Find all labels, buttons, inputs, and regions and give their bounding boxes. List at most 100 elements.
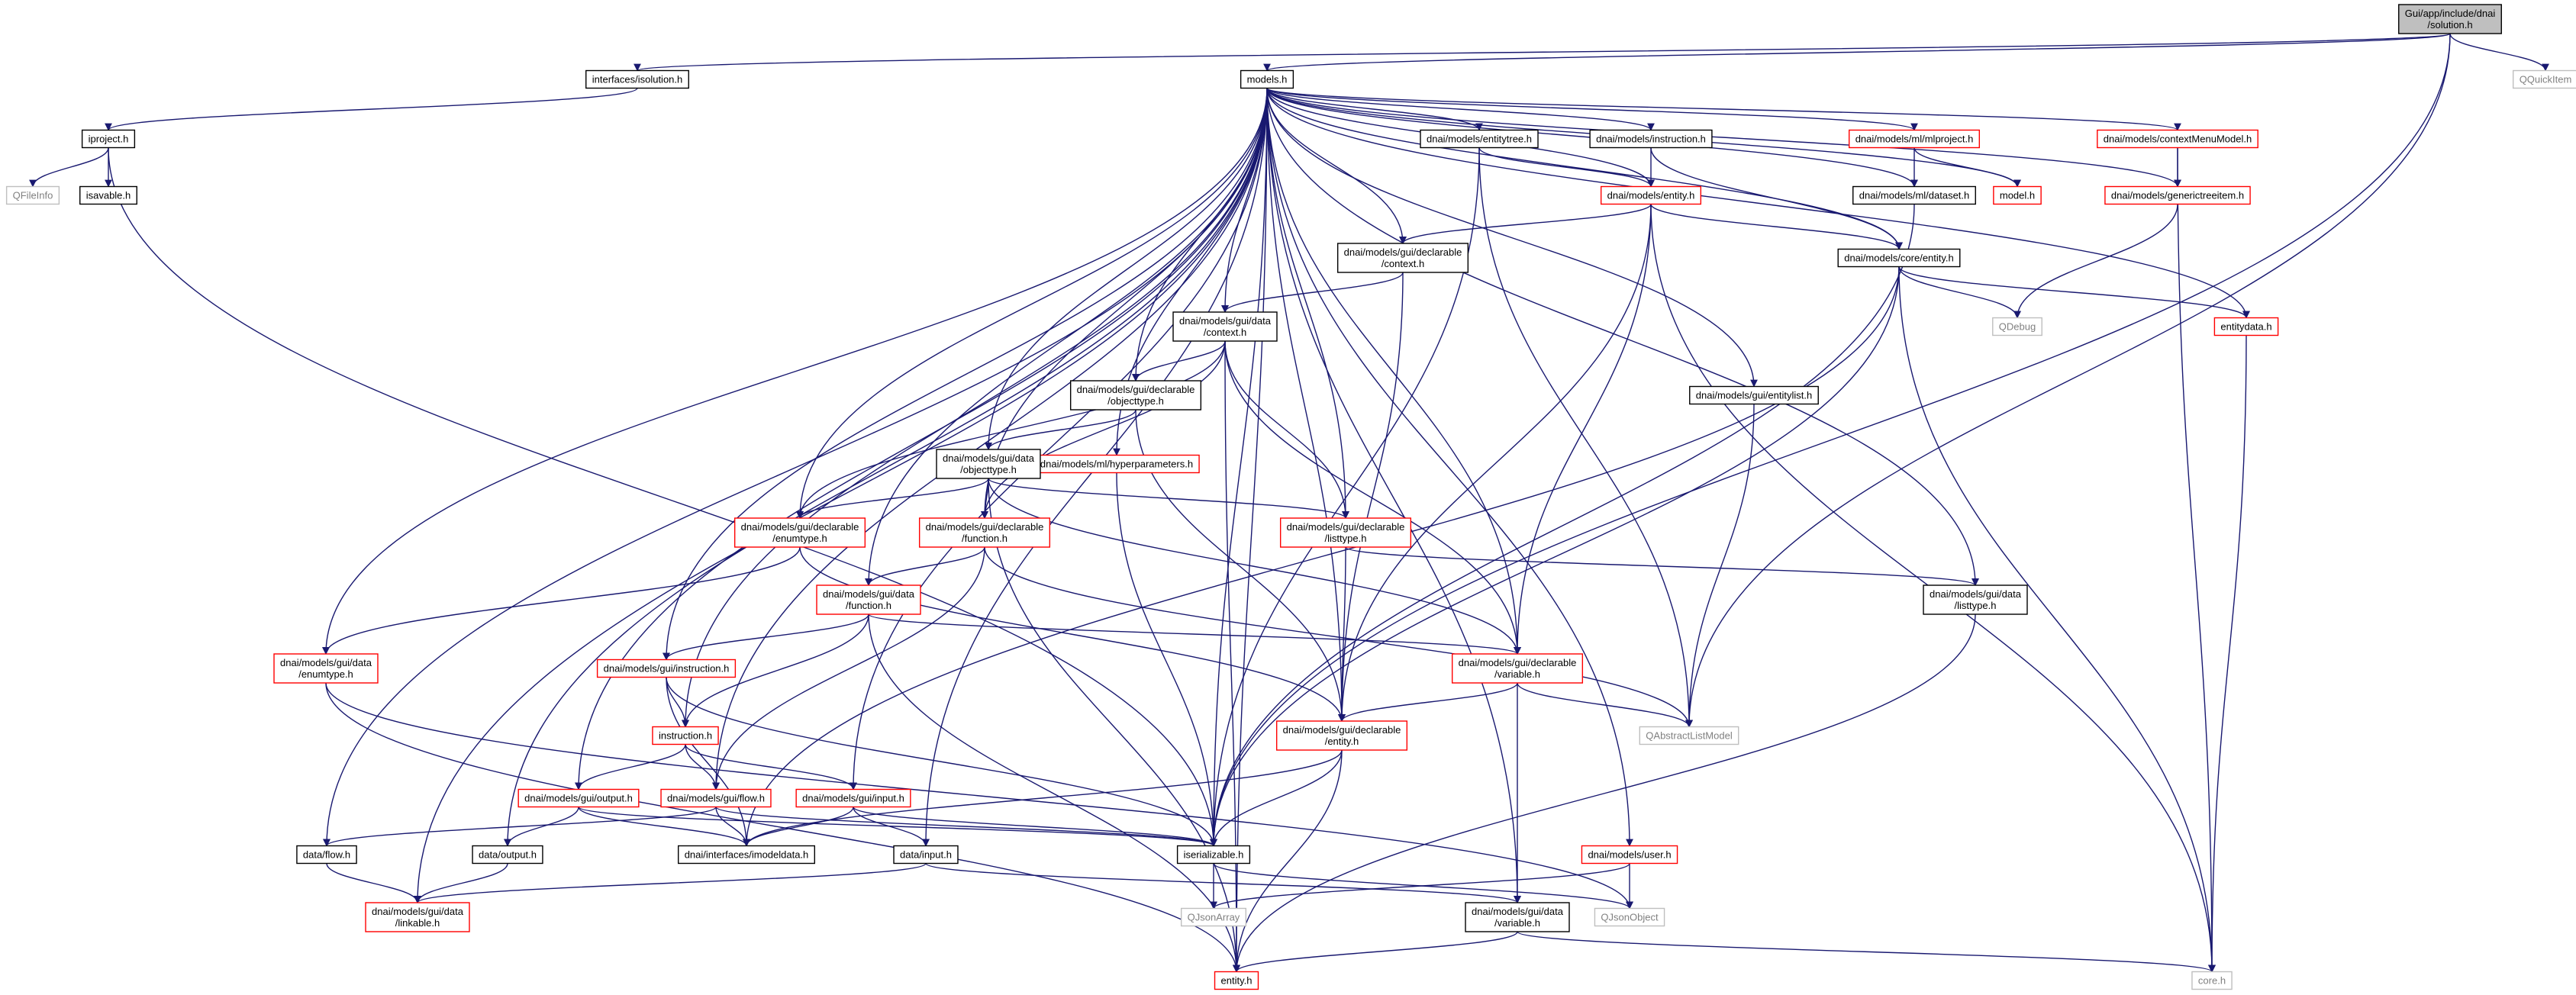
node-box — [677, 845, 816, 865]
node-generictree[interactable]: dnai/models/generictreeitem.h — [2104, 185, 2251, 205]
edge-datainput-to-linkable — [414, 862, 927, 903]
node-mentity[interactable]: dnai/models/entity.h — [1600, 185, 1702, 205]
edge-generictree-to-qdebug — [2013, 204, 2178, 319]
node-box — [1639, 726, 1739, 745]
edge-models-to-declcontext — [1266, 88, 1407, 244]
node-instruction[interactable]: dnai/models/instruction.h — [1589, 129, 1713, 149]
node-declentity[interactable]: dnai/models/gui/declarable/entity.h — [1275, 720, 1408, 751]
node-label: dnai/models/gui/data — [372, 906, 464, 917]
edge-declobjtype-to-dataobjtype — [985, 409, 1136, 450]
node-mlproject[interactable]: dnai/models/ml/mlproject.h — [1848, 129, 1981, 149]
node-hyperparams[interactable]: dnai/models/ml/hyperparameters.h — [1033, 454, 1200, 474]
node-isolution[interactable]: interfaces/isolution.h — [585, 69, 689, 89]
node-dataoutput[interactable]: data/output.h — [472, 845, 543, 865]
node-dataobjtype[interactable]: dnai/models/gui/data/objecttype.h — [936, 449, 1041, 479]
node-declenum[interactable]: dnai/models/gui/declarable/enumtype.h — [733, 517, 866, 548]
edge-declvar-to-declentity — [1338, 682, 1518, 722]
node-box — [1214, 971, 1259, 990]
edge-guioutput-to-imodeldata — [578, 807, 750, 847]
node-box — [81, 129, 136, 149]
node-entitylist[interactable]: dnai/models/gui/entitylist.h — [1689, 385, 1819, 405]
node-declfunc[interactable]: dnai/models/gui/declarable/function.h — [918, 517, 1051, 548]
node-guiflow[interactable]: dnai/models/gui/flow.h — [660, 788, 772, 808]
node-instrh[interactable]: instruction.h — [652, 726, 719, 745]
node-label: dnai/models/ml/hyperparameters.h — [1040, 459, 1193, 470]
node-box — [652, 726, 719, 745]
edge-entitydata-to-coreh — [2208, 335, 2247, 973]
node-declobjtype[interactable]: dnai/models/gui/declarable/objecttype.h — [1069, 380, 1202, 411]
node-guiinput[interactable]: dnai/models/gui/input.h — [795, 788, 911, 808]
edge-instrh-to-guioutput — [575, 744, 686, 791]
node-box — [2512, 69, 2576, 89]
node-label: QDebug — [1999, 321, 2036, 333]
node-datalisttype[interactable]: dnai/models/gui/data/listtype.h — [1923, 584, 2028, 615]
node-label: /enumtype.h — [772, 533, 827, 544]
edge-guiinput-to-datainput — [853, 807, 930, 847]
node-datainput[interactable]: data/input.h — [893, 845, 959, 865]
node-box — [2097, 129, 2258, 149]
node-datafunc[interactable]: dnai/models/gui/data/function.h — [816, 584, 921, 615]
node-box — [1172, 311, 1278, 342]
node-iserial[interactable]: iserializable.h — [1176, 845, 1251, 865]
node-label: dnai/models/gui/declarable — [1283, 724, 1401, 736]
node-imodeldata[interactable]: dnai/interfaces/imodeldata.h — [677, 845, 816, 865]
edge-contextmenu-to-coreh — [2177, 147, 2216, 973]
edge-models-to-entitydata — [1266, 88, 2250, 319]
node-label: data/flow.h — [303, 849, 350, 861]
node-isavable[interactable]: isavable.h — [79, 185, 137, 205]
edge-solution-to-iserial — [1210, 33, 2451, 847]
node-label: dnai/models/gui/data — [823, 588, 915, 600]
edge-declenum-to-declentity — [799, 546, 1346, 722]
node-box — [1589, 129, 1713, 149]
edge-instrh-to-guiflow — [685, 744, 720, 791]
node-label: QAbstractListModel — [1646, 730, 1733, 742]
edge-isolution-to-iproject — [105, 87, 638, 131]
node-dataflow[interactable]: data/flow.h — [296, 845, 357, 865]
node-models[interactable]: models.h — [1240, 69, 1294, 89]
edge-models-to-linkable — [414, 88, 1268, 903]
node-modelh[interactable]: model.h — [1993, 185, 2042, 205]
edge-solution-to-qquickitem — [2449, 33, 2549, 72]
node-iproject[interactable]: iproject.h — [81, 129, 136, 149]
edge-declvar-to-qabstract — [1517, 682, 1693, 728]
node-entitydata[interactable]: entitydata.h — [2213, 317, 2279, 336]
node-box — [2191, 971, 2233, 990]
node-datacontext[interactable]: dnai/models/gui/data/context.h — [1172, 311, 1278, 342]
node-box — [1420, 129, 1539, 149]
node-dataenum[interactable]: dnai/models/gui/data/enumtype.h — [273, 653, 379, 684]
node-dataset[interactable]: dnai/models/ml/dataset.h — [1852, 185, 1976, 205]
node-box — [517, 788, 640, 808]
node-label: /entity.h — [1325, 736, 1359, 747]
edge-mentity-to-declentity — [1338, 204, 1652, 722]
node-label: Gui/app/include/dnai — [2405, 8, 2496, 19]
node-box — [893, 845, 959, 865]
edge-datacontext-to-entityh — [1224, 340, 1240, 973]
edge-datacontext-to-declvar — [1224, 340, 1521, 655]
node-label: dnai/models/ml/mlproject.h — [1855, 134, 1974, 145]
node-guiinstr[interactable]: dnai/models/gui/instruction.h — [596, 659, 737, 678]
node-label: entitydata.h — [2220, 321, 2271, 333]
node-label: dnai/models/gui/declarable — [741, 521, 859, 533]
node-label: dnai/models/gui/data — [1930, 588, 2022, 600]
node-linkable[interactable]: dnai/models/gui/data/linkable.h — [365, 902, 470, 932]
node-declcontext[interactable]: dnai/models/gui/declarable/context.h — [1336, 243, 1469, 273]
node-entityh[interactable]: entity.h — [1214, 971, 1259, 990]
node-label: /listtype.h — [1325, 533, 1367, 544]
node-solution[interactable]: Gui/app/include/dnai/solution.h — [2398, 4, 2502, 34]
edge-dataoutput-to-linkable — [414, 863, 508, 903]
node-coreentity[interactable]: dnai/models/core/entity.h — [1837, 248, 1961, 268]
node-label: /objecttype.h — [960, 464, 1017, 475]
node-guioutput[interactable]: dnai/models/gui/output.h — [517, 788, 640, 808]
node-decllist[interactable]: dnai/models/gui/declarable/listtype.h — [1279, 517, 1412, 548]
node-declvar[interactable]: dnai/models/gui/declarable/variable.h — [1451, 653, 1584, 684]
node-contextmenu[interactable]: dnai/models/contextMenuModel.h — [2097, 129, 2258, 149]
node-datavar[interactable]: dnai/models/gui/data/variable.h — [1465, 902, 1570, 932]
edge-models-to-coreentity — [1266, 88, 1903, 250]
node-qjsonobject: QJsonObject — [1594, 907, 1665, 927]
edge-dataobjtype-to-entityh — [988, 478, 1240, 973]
edge-guioutput-to-iserial — [578, 806, 1217, 847]
edge-dataobjtype-to-declvar — [988, 478, 1521, 655]
node-user[interactable]: dnai/models/user.h — [1581, 845, 1678, 865]
node-qabstract: QAbstractListModel — [1639, 726, 1739, 745]
node-entitytree[interactable]: dnai/models/entitytree.h — [1420, 129, 1539, 149]
